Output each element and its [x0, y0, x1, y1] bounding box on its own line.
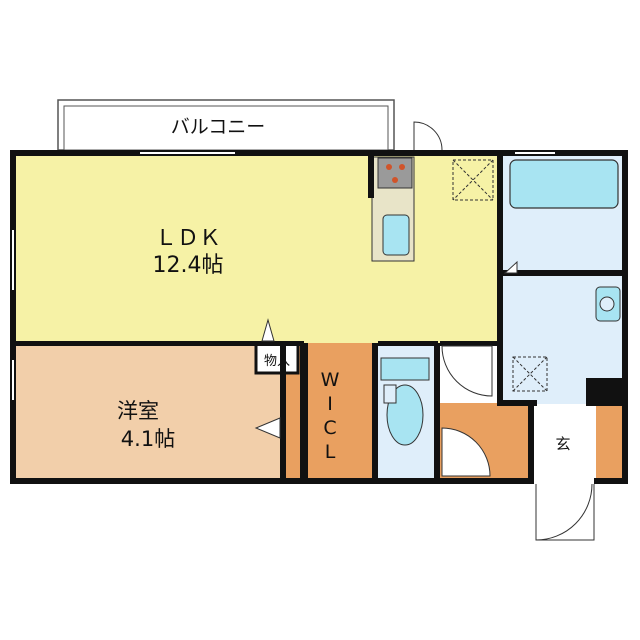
- svg-text:L: L: [325, 441, 336, 463]
- kitchen-wall-stub: [368, 153, 374, 198]
- bath-door: [503, 260, 518, 274]
- walls: [10, 150, 628, 484]
- entrance-floor: [534, 406, 594, 481]
- svg-text:I: I: [327, 393, 333, 415]
- washer-space: [512, 356, 548, 392]
- western-size: 4.1帖: [121, 427, 175, 451]
- entrance-label: 玄: [555, 435, 570, 453]
- bathtub: [509, 159, 619, 209]
- ldk-size: 12.4帖: [153, 253, 224, 278]
- balcony-door: [413, 121, 443, 151]
- front-door: [535, 483, 595, 541]
- balcony-inner-rail: [63, 105, 389, 151]
- storage-floor: [254, 341, 300, 375]
- kitchen: [368, 153, 415, 262]
- western-label: 洋室: [117, 399, 159, 423]
- ceiling-hatch: [452, 159, 494, 201]
- burner-icon: [399, 164, 405, 170]
- burner-icon: [386, 164, 392, 170]
- svg-text:C: C: [323, 417, 336, 439]
- ldk-floor: [14, 153, 500, 343]
- burner-icon: [392, 177, 398, 183]
- balcony-label: バルコニー: [171, 116, 266, 138]
- storage-label: 物入: [264, 354, 290, 369]
- western-door: [254, 417, 281, 439]
- kitchen-sink: [382, 214, 410, 256]
- washbasin: [595, 286, 621, 322]
- balcony: バルコニー: [57, 99, 395, 151]
- ldk-label: ＬＤＫ: [155, 226, 221, 251]
- stove-panel: [377, 157, 413, 189]
- hall-door-swing: [441, 345, 493, 477]
- svg-text:W: W: [321, 369, 340, 391]
- wic-label: W I C L: [321, 369, 340, 463]
- western-room-floor: [14, 343, 282, 481]
- shoe-closet: [596, 406, 622, 481]
- ldk-door: [261, 318, 275, 342]
- toilet: [380, 357, 430, 446]
